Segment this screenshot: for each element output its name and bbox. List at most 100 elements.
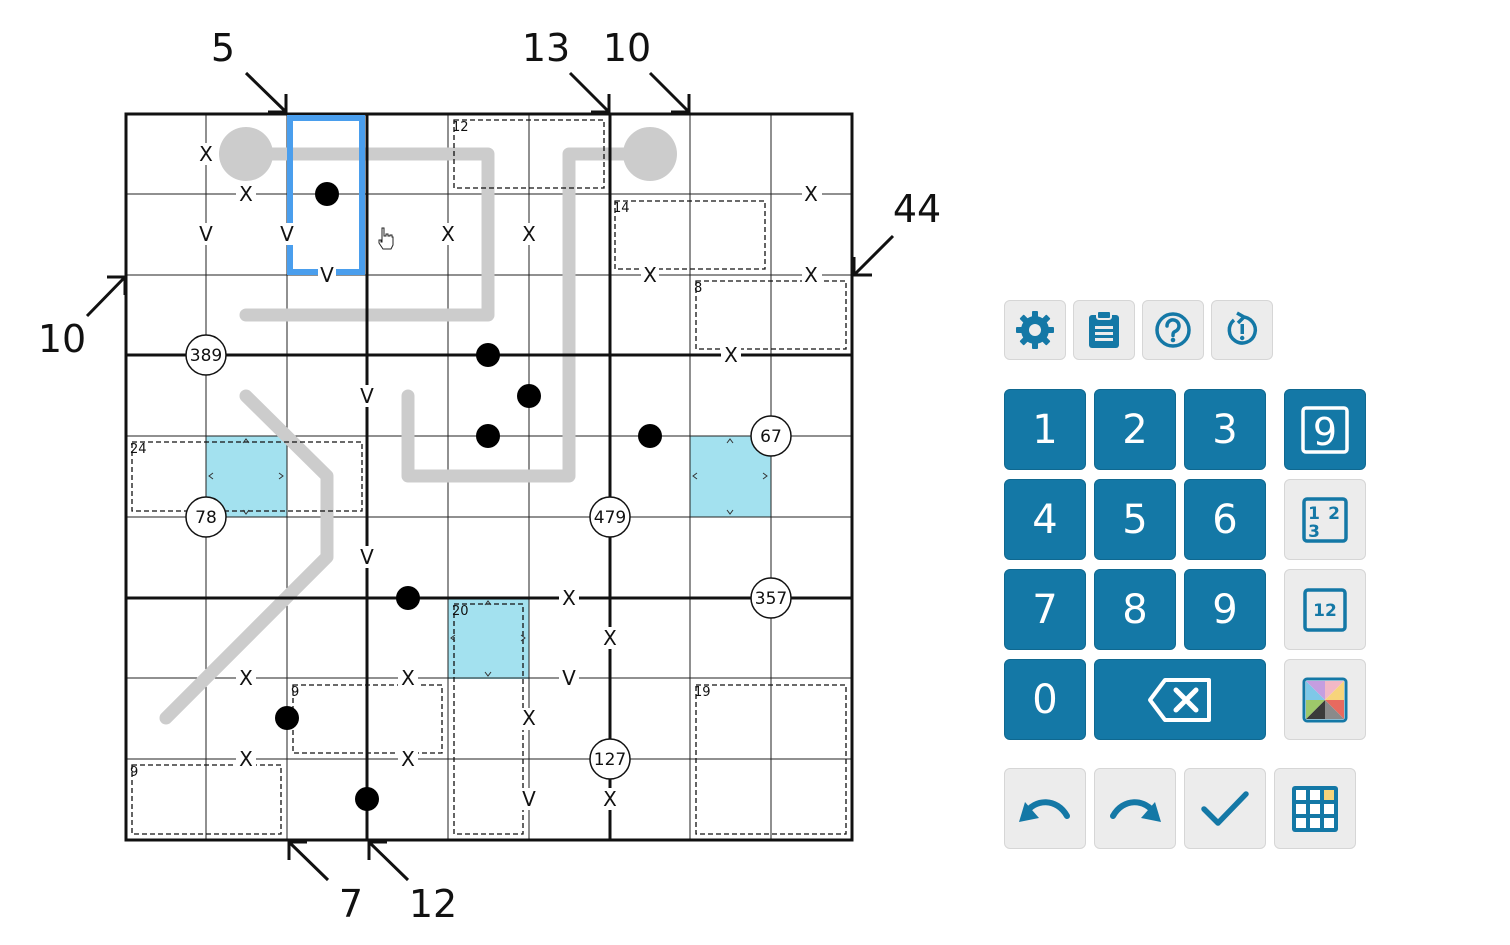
v-marker: V xyxy=(358,384,376,408)
x-marker: X xyxy=(236,666,256,690)
svg-text:V: V xyxy=(320,263,334,287)
svg-text:24: 24 xyxy=(130,442,147,457)
svg-text:20: 20 xyxy=(452,604,469,619)
x-marker: X xyxy=(236,747,256,771)
check-icon xyxy=(1201,790,1249,826)
settings-button[interactable] xyxy=(1004,300,1066,360)
digit-label: 7 xyxy=(1032,586,1058,633)
x-marker: X xyxy=(641,263,659,287)
svg-text:389: 389 xyxy=(190,346,222,366)
digit-4-button[interactable]: 4 xyxy=(1004,479,1086,560)
v-marker: V xyxy=(559,666,579,690)
digit-label: 0 xyxy=(1032,676,1058,723)
circle-clue: 78 xyxy=(185,496,227,538)
outside-clue: 44 xyxy=(893,187,941,231)
grid-border xyxy=(124,112,854,842)
color-palette-icon xyxy=(1302,677,1348,722)
digit-label: 5 xyxy=(1122,496,1148,543)
gear-icon xyxy=(1016,311,1054,349)
grid-layout-icon xyxy=(1292,785,1338,832)
x-marker: X xyxy=(439,222,457,246)
circle-clue: 389 xyxy=(185,334,227,376)
circle-clue: 479 xyxy=(589,496,631,538)
v-marker: V xyxy=(278,222,296,246)
outside-clue: 10 xyxy=(603,26,651,70)
color-mode-button[interactable] xyxy=(1284,659,1366,740)
restart-icon xyxy=(1227,311,1258,345)
xv-markers: X X X V V X X V X X X V V X X X X V X X … xyxy=(197,142,822,811)
digit-label: 2 xyxy=(1122,406,1148,453)
restart-button[interactable] xyxy=(1211,300,1273,360)
delete-button[interactable] xyxy=(1094,659,1266,740)
svg-text:X: X xyxy=(239,666,253,690)
digit-circles: 389 67 78 479 357 127 xyxy=(185,334,792,780)
svg-text:1: 1 xyxy=(1308,504,1320,524)
digit-6-button[interactable]: 6 xyxy=(1184,479,1266,560)
gray-lines xyxy=(159,127,677,725)
svg-text:X: X xyxy=(603,626,617,650)
svg-text:V: V xyxy=(522,787,536,811)
digit-7-button[interactable]: 7 xyxy=(1004,569,1086,650)
selected-cells xyxy=(287,115,365,275)
svg-text:479: 479 xyxy=(594,508,626,528)
svg-text:X: X xyxy=(603,787,617,811)
center-mark-icon: 12 xyxy=(1303,587,1347,632)
circle-clue: 357 xyxy=(750,577,792,619)
check-button[interactable] xyxy=(1184,768,1266,849)
x-marker: X xyxy=(398,666,418,690)
outside-arrows xyxy=(85,71,895,882)
svg-text:12: 12 xyxy=(452,120,469,135)
digit-9-button[interactable]: 9 xyxy=(1184,569,1266,650)
clipboard-icon xyxy=(1089,310,1119,348)
help-button[interactable] xyxy=(1142,300,1204,360)
x-marker: X xyxy=(236,182,256,206)
svg-text:19: 19 xyxy=(694,685,711,700)
svg-text:V: V xyxy=(199,222,213,246)
hand-cursor-icon xyxy=(378,227,394,250)
undo-button[interactable] xyxy=(1004,768,1086,849)
normal-mode-button[interactable]: 9 xyxy=(1284,389,1366,470)
digit-1-button[interactable]: 1 xyxy=(1004,389,1086,470)
svg-text:2: 2 xyxy=(1328,504,1340,524)
redo-button[interactable] xyxy=(1094,768,1176,849)
v-marker: V xyxy=(520,787,538,811)
x-marker: X xyxy=(559,586,579,610)
layout-button[interactable] xyxy=(1274,768,1356,849)
svg-text:14: 14 xyxy=(613,201,630,216)
digit-8-button[interactable]: 8 xyxy=(1094,569,1176,650)
cell-arrows xyxy=(208,438,768,677)
digit-label: 4 xyxy=(1032,496,1058,543)
svg-text:67: 67 xyxy=(760,427,782,447)
center-mode-button[interactable]: 12 xyxy=(1284,569,1366,650)
undo-icon xyxy=(1019,798,1070,822)
outside-clues: 5 13 10 10 44 7 12 xyxy=(38,26,941,926)
digit-2-button[interactable]: 2 xyxy=(1094,389,1176,470)
svg-text:X: X xyxy=(804,182,818,206)
svg-text:78: 78 xyxy=(195,508,217,528)
cage-sums: 12 14 8 24 20 9 9 19 xyxy=(130,120,711,780)
svg-text:X: X xyxy=(239,182,253,206)
svg-text:X: X xyxy=(804,263,818,287)
rules-button[interactable] xyxy=(1073,300,1135,360)
svg-text:3: 3 xyxy=(1308,522,1320,542)
digit-3-button[interactable]: 3 xyxy=(1184,389,1266,470)
svg-text:X: X xyxy=(522,222,536,246)
svg-text:X: X xyxy=(239,747,253,771)
svg-text:X: X xyxy=(724,343,738,367)
x-marker: X xyxy=(197,142,215,166)
v-marker: V xyxy=(197,222,215,246)
circle-clue: 67 xyxy=(750,415,792,457)
x-marker: X xyxy=(398,747,418,771)
outside-clue: 10 xyxy=(38,317,86,361)
svg-text:X: X xyxy=(441,222,455,246)
svg-text:V: V xyxy=(360,545,374,569)
outside-clue: 13 xyxy=(522,26,570,70)
svg-text:357: 357 xyxy=(755,589,787,609)
digit-0-button[interactable]: 0 xyxy=(1004,659,1086,740)
svg-text:12: 12 xyxy=(1313,601,1337,621)
corner-mode-button[interactable]: 1 2 3 xyxy=(1284,479,1366,560)
svg-text:127: 127 xyxy=(594,750,626,770)
svg-text:V: V xyxy=(360,384,374,408)
digit-5-button[interactable]: 5 xyxy=(1094,479,1176,560)
